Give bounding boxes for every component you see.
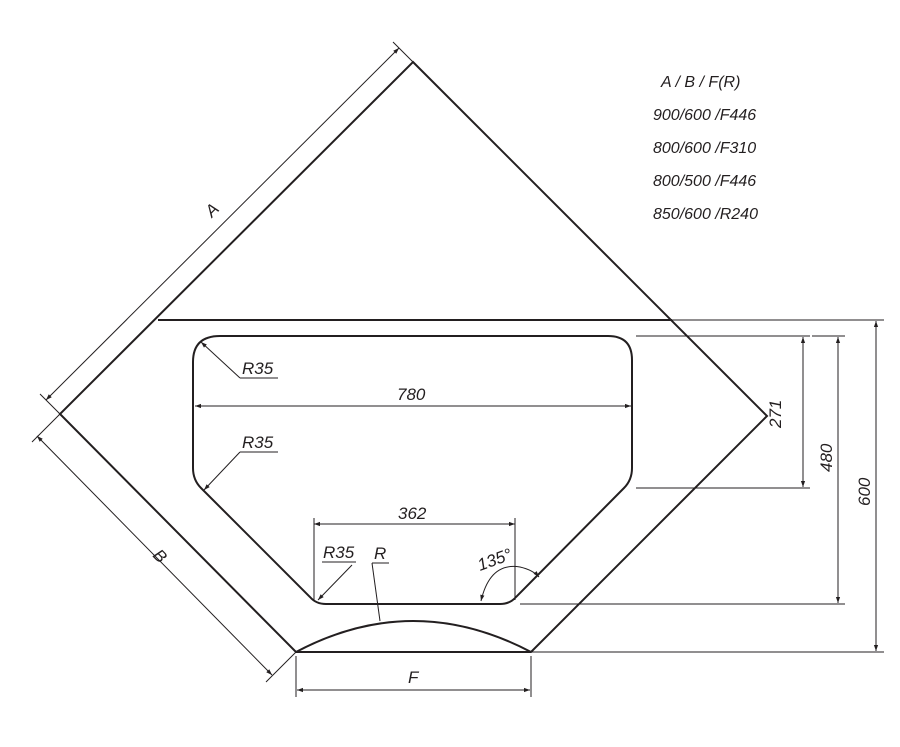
radius-top: R35 [200,341,278,379]
radius-mid: R35 [203,433,278,491]
dimension-b: B [31,413,297,683]
dimension-600: 600 [531,319,884,653]
dimension-780-label: 780 [397,385,426,404]
angle-135: 135° [475,545,540,602]
dimension-780: 780 [195,385,631,409]
legend-row: 800/500 /F446 [653,173,756,190]
dimension-f: F [295,656,532,697]
dimension-480: 480 [520,335,845,605]
dimension-f-label: F [408,668,420,687]
size-legend: A / B / F(R) 900/600 /F446 800/600 /F310… [653,74,758,223]
dimension-r-label: R [374,544,386,563]
dimension-362-label: 362 [398,504,427,523]
legend-row: 800/600 /F310 [653,140,756,157]
dimension-a-label: A [201,199,223,221]
dimension-a: A [39,41,414,415]
dimension-r: R [371,544,389,622]
front-arc [295,620,532,653]
legend-row: 850/600 /R240 [653,206,758,223]
dimension-b-label: B [149,545,170,566]
r35-mid-label: R35 [242,433,274,452]
angle-135-label: 135° [475,545,515,575]
dimension-600-label: 600 [855,477,874,506]
dimension-271: 271 [636,335,810,489]
legend-row: 900/600 /F446 [653,107,756,124]
dimension-271-label: 271 [766,400,785,429]
dimension-480-label: 480 [817,443,836,472]
r35-top-label: R35 [242,359,274,378]
radius-bottom: R35 [317,543,356,601]
r35-bottom-label: R35 [323,543,355,562]
legend-header: A / B / F(R) [660,74,740,91]
